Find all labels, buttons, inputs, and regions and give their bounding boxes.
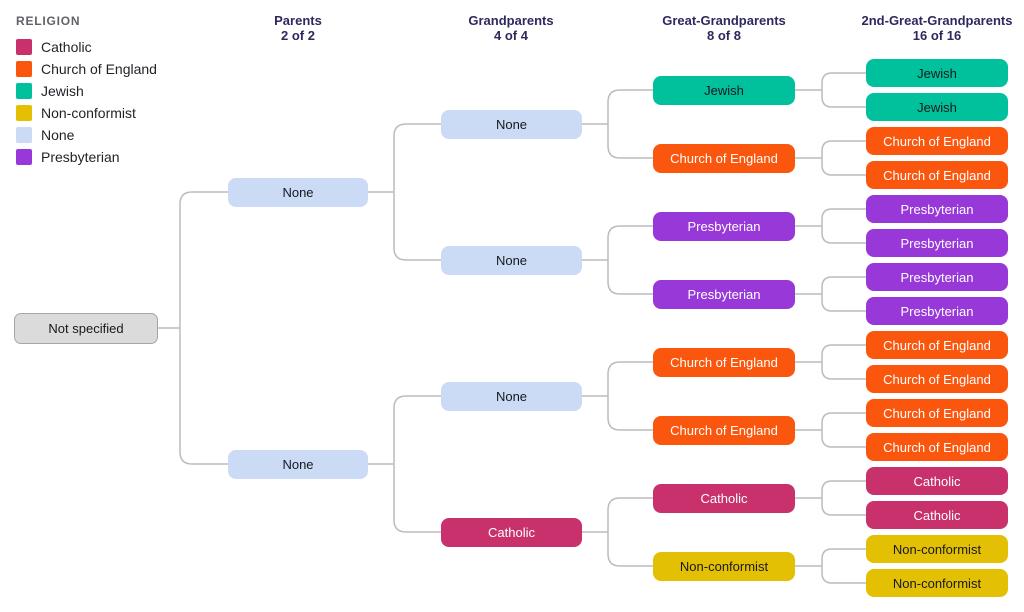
tree-node-great_grandparents[interactable]: Church of England (653, 144, 795, 173)
tree-node-second_great_grandparents[interactable]: Church of England (866, 399, 1008, 427)
legend-color-swatch (16, 61, 32, 77)
tree-node-second_great_grandparents[interactable]: Non-conformist (866, 569, 1008, 597)
connector-line (821, 412, 866, 448)
column-title: Parents (274, 13, 322, 28)
tree-node-second_great_grandparents[interactable]: Catholic (866, 501, 1008, 529)
tree-node-second_great_grandparents[interactable]: Church of England (866, 331, 1008, 359)
tree-node-great_grandparents[interactable]: Catholic (653, 484, 795, 513)
legend-item: Non-conformist (16, 102, 157, 124)
legend-item-label: None (41, 127, 75, 143)
legend-color-swatch (16, 105, 32, 121)
tree-node-second_great_grandparents[interactable]: Presbyterian (866, 195, 1008, 223)
tree-node-second_great_grandparents[interactable]: Catholic (866, 467, 1008, 495)
legend-item: Catholic (16, 36, 157, 58)
tree-node-grandparents[interactable]: None (441, 246, 582, 275)
legend-item-label: Church of England (41, 61, 157, 77)
connector-line (393, 395, 441, 533)
legend-color-swatch (16, 127, 32, 143)
connector-line (821, 208, 866, 244)
connector-line (607, 225, 653, 295)
legend-color-swatch (16, 39, 32, 55)
legend-title: RELIGION (16, 14, 81, 28)
column-count: 16 of 16 (912, 28, 962, 43)
tree-node-great_grandparents[interactable]: Church of England (653, 416, 795, 445)
tree-node-great_grandparents[interactable]: Presbyterian (653, 280, 795, 309)
legend-item-label: Non-conformist (41, 105, 136, 121)
connector-line (821, 344, 866, 380)
connector-line (821, 480, 866, 516)
tree-node-second_great_grandparents[interactable]: Jewish (866, 59, 1008, 87)
connector-line (393, 123, 441, 261)
legend-color-swatch (16, 83, 32, 99)
legend-item: Church of England (16, 58, 157, 80)
tree-node-great_grandparents[interactable]: Non-conformist (653, 552, 795, 581)
tree-node-second_great_grandparents[interactable]: Presbyterian (866, 297, 1008, 325)
tree-node-grandparents[interactable]: Catholic (441, 518, 582, 547)
tree-node-second_great_grandparents[interactable]: Non-conformist (866, 535, 1008, 563)
tree-node-second_great_grandparents[interactable]: Presbyterian (866, 229, 1008, 257)
connector-line (821, 140, 866, 176)
legend-item: Presbyterian (16, 146, 157, 168)
tree-node-grandparents[interactable]: None (441, 110, 582, 139)
tree-node-parents[interactable]: None (228, 450, 368, 479)
column-count: 4 of 4 (494, 28, 528, 43)
connector-line (179, 191, 228, 465)
connector-line (821, 548, 866, 584)
tree-node-great_grandparents[interactable]: Church of England (653, 348, 795, 377)
column-count: 8 of 8 (707, 28, 741, 43)
tree-node-parents[interactable]: None (228, 178, 368, 207)
legend-item: Jewish (16, 80, 157, 102)
tree-node-second_great_grandparents[interactable]: Church of England (866, 161, 1008, 189)
column-title: Grandparents (468, 13, 554, 28)
column-count: 2 of 2 (281, 28, 315, 43)
connector-line (821, 276, 866, 312)
connector-line (607, 89, 653, 159)
tree-node-second_great_grandparents[interactable]: Church of England (866, 433, 1008, 461)
tree-node-second_great_grandparents[interactable]: Church of England (866, 365, 1008, 393)
legend-item: None (16, 124, 157, 146)
connector-line (821, 72, 866, 108)
legend-color-swatch (16, 149, 32, 165)
tree-node-great_grandparents[interactable]: Jewish (653, 76, 795, 105)
tree-node-great_grandparents[interactable]: Presbyterian (653, 212, 795, 241)
tree-node-second_great_grandparents[interactable]: Presbyterian (866, 263, 1008, 291)
tree-node-second_great_grandparents[interactable]: Jewish (866, 93, 1008, 121)
tree-node-root[interactable]: Not specified (14, 313, 158, 344)
tree-node-grandparents[interactable]: None (441, 382, 582, 411)
tree-node-second_great_grandparents[interactable]: Church of England (866, 127, 1008, 155)
connector-line (607, 497, 653, 567)
legend-item-label: Presbyterian (41, 149, 120, 165)
connector-line (607, 361, 653, 431)
column-title: 2nd-Great-Grandparents (861, 13, 1013, 28)
legend-item-label: Jewish (41, 83, 84, 99)
legend-item-label: Catholic (41, 39, 92, 55)
column-title: Great-Grandparents (662, 13, 786, 28)
